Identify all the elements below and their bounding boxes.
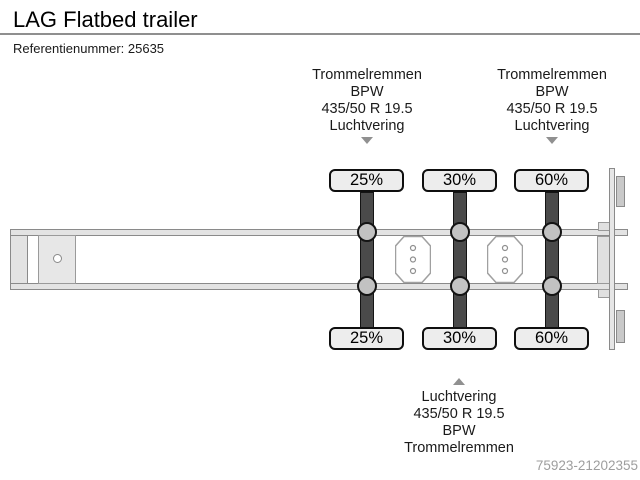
axle-1-bar (360, 192, 374, 330)
spec-suspension-label: Luchtvering (329, 118, 405, 134)
tread-depth-badge-axle3-bottom: 60% (514, 327, 589, 350)
spec-brakes-label: Trommelremmen (497, 67, 607, 83)
tread-depth-badge-axle3-top: 60% (514, 169, 589, 192)
chassis-rail-bottom (10, 283, 628, 290)
title-divider (0, 33, 640, 35)
spec-tyre-size-label: 435/50 R 19.5 (506, 101, 598, 117)
arrow-up-icon (453, 378, 465, 385)
chassis-rail-top (10, 229, 628, 236)
crossmember (487, 236, 523, 283)
trailer-front-end (10, 229, 28, 290)
wheel-hub (450, 222, 470, 242)
tread-depth-badge-axle1-top: 25% (329, 169, 404, 192)
wheel-hub (357, 222, 377, 242)
spec-block-rear: Trommelremmen BPW 435/50 R 19.5 Luchtver… (472, 67, 632, 135)
spec-tyre-size-label: 435/50 R 19.5 (413, 406, 505, 422)
axle-3-bar (545, 192, 559, 330)
page-title: LAG Flatbed trailer (13, 7, 198, 32)
tread-depth-badge-axle1-bottom: 25% (329, 327, 404, 350)
wheel-hub (357, 276, 377, 296)
wheel-hub (542, 222, 562, 242)
spec-brakes-label: Trommelremmen (312, 67, 422, 83)
spec-block-bottom: Luchtvering 435/50 R 19.5 BPW Trommelrem… (379, 389, 539, 457)
spec-axle-brand-label: BPW (350, 84, 384, 100)
watermark-id: 75923-21202355 (535, 458, 638, 473)
spec-axle-brand-label: BPW (442, 423, 476, 439)
rear-marker-light (616, 176, 625, 207)
spec-brakes-label: Trommelremmen (404, 440, 514, 456)
tread-depth-badge-axle2-top: 30% (422, 169, 497, 192)
arrow-down-icon (546, 137, 558, 144)
wheel-hub (450, 276, 470, 296)
tread-depth-badge-axle2-bottom: 30% (422, 327, 497, 350)
spec-tyre-size-label: 435/50 R 19.5 (321, 101, 413, 117)
spec-suspension-label: Luchtvering (421, 389, 497, 405)
crossmember (395, 236, 431, 283)
rear-marker-light (616, 310, 625, 343)
axle-2-bar (453, 192, 467, 330)
kingpin-icon (53, 254, 62, 263)
arrow-down-icon (361, 137, 373, 144)
spec-suspension-label: Luchtvering (514, 118, 590, 134)
spec-block-front: Trommelremmen BPW 435/50 R 19.5 Luchtver… (287, 67, 447, 135)
spec-axle-brand-label: BPW (535, 84, 569, 100)
wheel-hub (542, 276, 562, 296)
rear-bumper-bar (609, 168, 615, 350)
reference-number: Referentienummer: 25635 (13, 41, 165, 56)
